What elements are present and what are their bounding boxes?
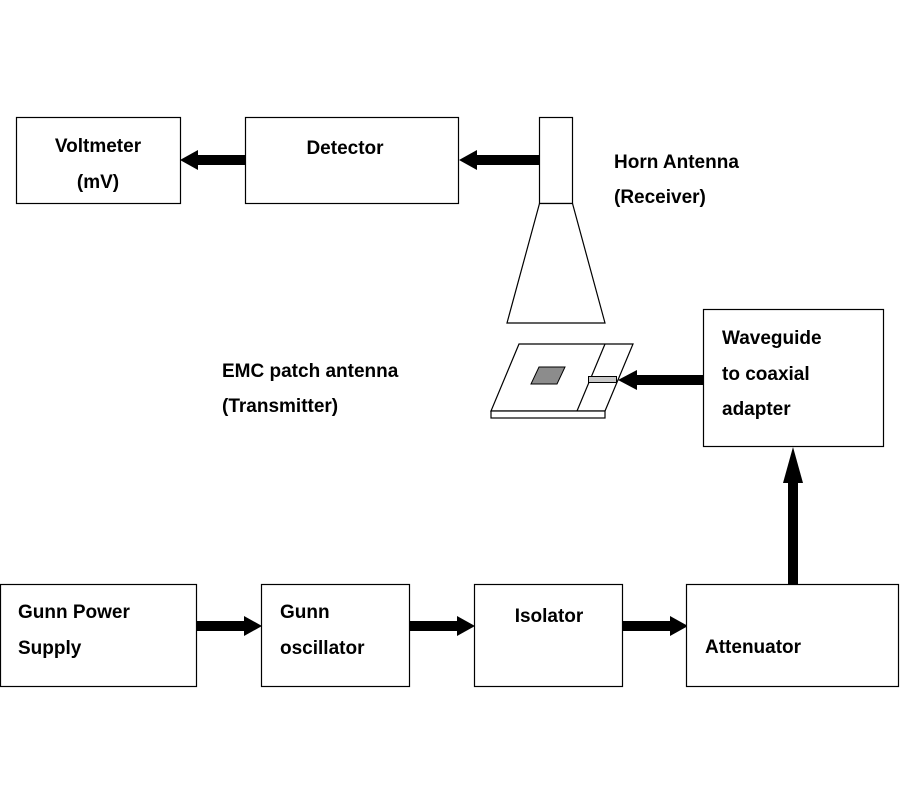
horn-antenna: Horn Antenna (Receiver) (506, 116, 739, 324)
arrow-isolator-to-attenuator (623, 616, 688, 636)
gunn-oscillator-label-line2: oscillator (280, 638, 365, 659)
patch-feedline (588, 376, 617, 383)
arrow-shaft (476, 155, 540, 165)
waveguide-adapter-label-line2: to coaxial (722, 364, 810, 385)
isolator-box (473, 583, 624, 688)
arrow-oscillator-to-isolator (410, 616, 475, 636)
patch-antenna: EMC patch antenna (Transmitter) (222, 343, 634, 419)
waveguide-adapter-box (702, 308, 885, 448)
arrow-head-left-icon (459, 150, 477, 170)
attenuator-box (685, 583, 900, 688)
isolator-block: Isolator (473, 583, 624, 688)
horn-antenna-label-line1: Horn Antenna (614, 152, 739, 173)
arrow-head-up-icon (783, 447, 803, 483)
patch-substrate-edge (490, 410, 606, 419)
patch-antenna-label-line2: (Transmitter) (222, 396, 338, 417)
gunn-power-supply-box (0, 583, 198, 688)
gunn-power-supply-label-line2: Supply (18, 638, 82, 659)
arrow-psu-to-oscillator (197, 616, 262, 636)
arrow-attenuator-to-adapter (783, 447, 803, 585)
horn-flare-icon (506, 202, 606, 324)
detector-block: Detector (244, 116, 460, 205)
arrow-head-right-icon (670, 616, 688, 636)
patch-element-icon (530, 366, 566, 385)
arrow-shaft (197, 155, 245, 165)
gunn-oscillator-box (260, 583, 411, 688)
arrow-horn-to-detector (459, 150, 540, 170)
waveguide-adapter-label-line3: adapter (722, 399, 791, 420)
detector-label: Detector (306, 138, 384, 159)
horn-antenna-label-line2: (Receiver) (614, 187, 706, 208)
voltmeter-label-line1: Voltmeter (55, 136, 142, 157)
voltmeter-label-line2: (mV) (77, 172, 119, 193)
arrow-shaft (788, 482, 798, 585)
patch-antenna-label-line1: EMC patch antenna (222, 361, 399, 382)
waveguide-adapter-label-line1: Waveguide (722, 328, 822, 349)
detector-box (244, 116, 460, 205)
gunn-oscillator-block: Gunn oscillator (260, 583, 411, 688)
gunn-power-supply-label-line1: Gunn Power (18, 602, 131, 623)
arrow-shaft (623, 621, 671, 631)
waveguide-adapter-block: Waveguide to coaxial adapter (702, 308, 885, 448)
arrow-head-left-icon (618, 370, 637, 390)
isolator-label: Isolator (515, 606, 584, 627)
gunn-power-supply-block: Gunn Power Supply (0, 583, 198, 688)
arrow-shaft (197, 621, 245, 631)
arrow-shaft (636, 375, 703, 385)
horn-waveguide-section (538, 116, 574, 205)
voltmeter-block: Voltmeter (mV) (15, 116, 182, 205)
gunn-oscillator-label-line1: Gunn (280, 602, 330, 623)
attenuator-label: Attenuator (705, 637, 802, 658)
arrow-detector-to-voltmeter (180, 150, 245, 170)
arrow-head-left-icon (180, 150, 198, 170)
arrow-head-right-icon (457, 616, 475, 636)
arrow-shaft (410, 621, 458, 631)
arrow-adapter-to-patch (618, 370, 703, 390)
voltmeter-box (15, 116, 182, 205)
arrow-head-right-icon (244, 616, 262, 636)
attenuator-block: Attenuator (685, 583, 900, 688)
